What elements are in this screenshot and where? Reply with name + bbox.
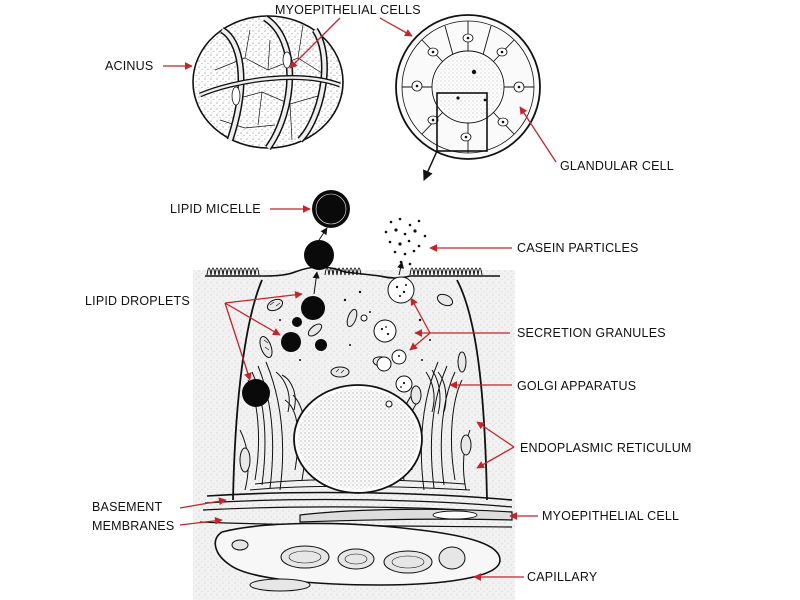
label-acinus: ACINUS <box>105 59 153 73</box>
acinus-section-drawing <box>395 14 541 181</box>
label-lipid-micelle: LIPID MICELLE <box>170 202 261 216</box>
acinus-drawing <box>192 15 344 151</box>
label-myoepithelial-cell: MYOEPITHELIAL CELL <box>542 509 679 523</box>
label-golgi-apparatus: GOLGI APPARATUS <box>517 379 636 393</box>
label-myoepithelial-cells: MYOEPITHELIAL CELLS <box>275 3 421 17</box>
label-basement-membranes-line2: MEMBRANES <box>92 519 174 533</box>
glandular-cell-drawing <box>193 190 515 600</box>
label-glandular-cell: GLANDULAR CELL <box>560 159 674 173</box>
label-casein-particles: CASEIN PARTICLES <box>517 241 639 255</box>
label-lipid-droplets: LIPID DROPLETS <box>85 294 190 308</box>
label-basement-membranes-line1: BASEMENT <box>92 500 163 514</box>
label-endoplasmic-reticulum: ENDOPLASMIC RETICULUM <box>520 441 692 455</box>
label-secretion-granules: SECRETION GRANULES <box>517 326 666 340</box>
label-capillary: CAPILLARY <box>527 570 598 584</box>
leader-arrows <box>163 17 557 581</box>
labels: MYOEPITHELIAL CELLS ACINUS GLANDULAR CEL… <box>85 3 692 584</box>
